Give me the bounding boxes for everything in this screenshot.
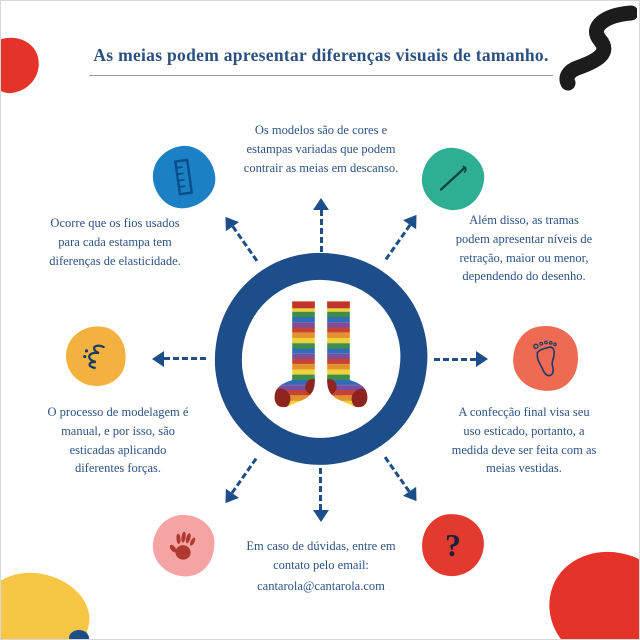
note-bottom-right: A confecção final visa seu uso esticado,… [451, 405, 597, 476]
arrow-head [218, 488, 239, 508]
handprint-icon [169, 531, 195, 560]
arrow-shaft [384, 456, 411, 493]
arrow-down [313, 468, 329, 522]
brush-squiggle-shape [559, 5, 637, 91]
arrow-down-right [379, 452, 424, 506]
arrow-shaft [319, 210, 323, 252]
rainbow-socks-image [274, 301, 368, 408]
elastic-squiggle-icon [83, 344, 105, 369]
question-icon: ? [445, 527, 461, 563]
note-bottom-left: O processo de modelagem é manual, e por … [47, 405, 189, 476]
title-divider [89, 75, 553, 76]
contact-email: cantarola@cantarola.com [257, 578, 385, 593]
needle-icon [439, 165, 467, 191]
right-sock [327, 301, 368, 408]
note-top-left: Ocorre que os fios usados para cada esta… [49, 216, 181, 268]
arrow-head [313, 510, 329, 522]
pink-blob [149, 511, 218, 580]
note-top: Os modelos são de cores e estampas varia… [243, 123, 399, 175]
arrow-up [313, 198, 329, 252]
arrow-shaft [319, 468, 323, 510]
contact-text: Em caso de dúvidas, entre em contato pel… [246, 539, 396, 572]
footprint-icon [532, 340, 557, 376]
note-top-right: Além disso, as tramas podem apresentar n… [455, 213, 593, 284]
page-title: As meias podem apresentar diferenças vis… [93, 45, 549, 65]
arrow-shaft [434, 357, 476, 361]
ruler-icon [174, 158, 194, 196]
arrow-shaft [384, 223, 411, 260]
left-sock [274, 301, 315, 408]
arrow-head [476, 351, 488, 367]
salmon-blob [509, 322, 582, 395]
navy-dot [69, 630, 89, 639]
arrow-up-right [379, 210, 424, 263]
arrow-shaft [231, 225, 258, 262]
arrow-up-left [218, 212, 263, 265]
corner-yellow-blob [1, 563, 97, 639]
yellow-blob [61, 321, 131, 391]
arrow-shaft [164, 357, 206, 361]
blue-blob [148, 141, 220, 213]
teal-blob [418, 144, 488, 214]
corner-red-blob-bottom [533, 534, 639, 639]
arrow-left [152, 351, 206, 367]
arrow-right [434, 351, 488, 367]
red-blob: ? [419, 511, 487, 579]
arrow-shaft [231, 458, 258, 495]
arrow-head [313, 198, 329, 210]
arrow-head [152, 351, 164, 367]
note-contact: Em caso de dúvidas, entre em contato pel… [234, 537, 408, 595]
arrow-down-left [218, 454, 263, 508]
